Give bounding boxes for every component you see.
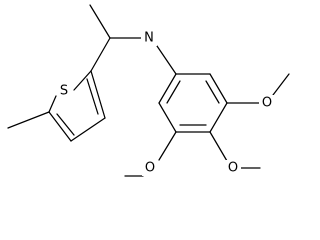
bond-ph-c5-c6 — [158, 102, 177, 133]
sulfur-label: S — [60, 84, 68, 99]
oxygen-label: O — [262, 96, 272, 111]
bond-c3-c2 — [90, 70, 106, 119]
bonds — [7, 4, 290, 177]
bond-sulfur-c5 — [48, 95, 57, 113]
bond-o1-methyl — [272, 73, 290, 96]
bond-ph-c6-c1 — [158, 73, 177, 104]
bond-ph-c2-c3-inner — [205, 80, 220, 104]
bond-methyl-chiral — [89, 4, 111, 39]
bond-c3-c2-inner — [86, 78, 99, 115]
bond-c5-methyl — [7, 111, 50, 129]
molecule-structure: N S O O O — [7, 4, 290, 177]
bond-c5-c4 — [48, 111, 72, 142]
atom-labels: N S O O O — [57, 30, 275, 176]
bond-ph-c2-c3 — [209, 73, 228, 104]
bond-ph-c3-c4 — [209, 102, 228, 133]
bond-c4-c3 — [70, 117, 106, 142]
nitrogen-label: N — [144, 31, 154, 46]
bond-c2-sulfur — [73, 70, 92, 91]
bond-ph-c5-o3 — [158, 131, 177, 161]
bond-c5-c4-inner — [56, 113, 75, 136]
bond-ph-c6-c1-inner — [166, 80, 181, 104]
bond-chiral-thiophene — [90, 37, 111, 72]
structure-canvas: N S O O O — [7, 4, 290, 177]
oxygen-label: O — [228, 161, 238, 176]
bond-nitrogen-phenyl — [156, 45, 177, 75]
bond-ph-c4-o2 — [209, 131, 228, 162]
oxygen-label: O — [145, 161, 155, 176]
